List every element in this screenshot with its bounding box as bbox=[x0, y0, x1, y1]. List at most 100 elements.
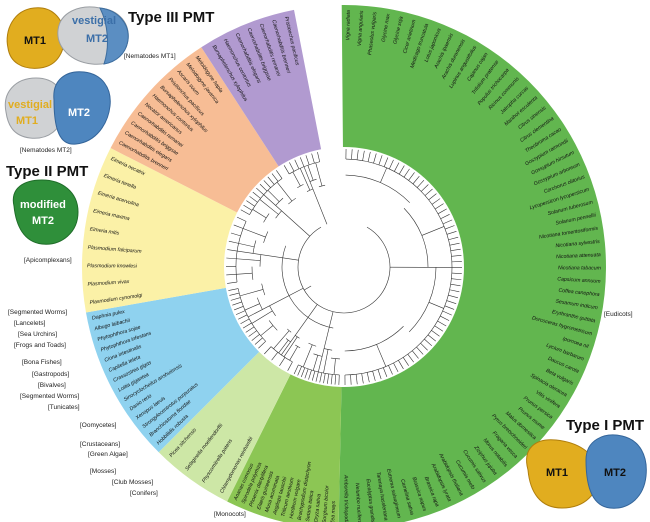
tip-branch bbox=[444, 305, 455, 310]
subclade-arc bbox=[285, 338, 291, 343]
tip-branch bbox=[293, 364, 299, 375]
label-apicomplexans: [Apicomplexans] bbox=[24, 257, 72, 264]
mt1-label: MT1 bbox=[24, 35, 46, 47]
subclade-branch bbox=[421, 226, 445, 236]
tip-branch bbox=[263, 180, 271, 188]
tip-branch bbox=[252, 191, 261, 199]
subclade-branch bbox=[238, 243, 255, 248]
tip-branch bbox=[373, 153, 377, 164]
tip-branch bbox=[279, 357, 286, 366]
clade-stem bbox=[303, 166, 328, 225]
subclade-arc bbox=[256, 297, 263, 310]
subclade-branch bbox=[278, 340, 289, 354]
subclade-arc bbox=[268, 320, 278, 331]
label-mosses: [Mosses] bbox=[90, 468, 116, 475]
tip-branch bbox=[446, 231, 457, 235]
subclade-branch bbox=[236, 258, 261, 261]
tip-branch bbox=[431, 198, 441, 205]
tip-branch bbox=[283, 165, 290, 175]
tip-branch bbox=[227, 281, 238, 284]
tip-branch bbox=[446, 300, 457, 304]
tip-branch bbox=[232, 301, 242, 306]
tip-branch bbox=[249, 196, 258, 203]
subclade-branch bbox=[289, 346, 298, 361]
tip-branch bbox=[394, 162, 400, 172]
tip-branch bbox=[229, 292, 240, 296]
species-label: Zea mays bbox=[330, 500, 337, 522]
tip-branch bbox=[299, 157, 305, 167]
tip-branch bbox=[403, 168, 410, 178]
subclade-branch bbox=[244, 303, 260, 311]
tip-branch bbox=[256, 187, 264, 195]
subclade-branch bbox=[276, 182, 293, 202]
tip-branch bbox=[450, 248, 461, 252]
type-iii-mt2-bottom-structure: MT2 bbox=[53, 71, 111, 145]
subclade-branch bbox=[273, 330, 290, 350]
tip-branch bbox=[264, 346, 272, 355]
subclade-branch bbox=[259, 199, 279, 215]
tip-branch bbox=[271, 352, 278, 361]
subclade-arc bbox=[306, 188, 313, 192]
tree-branches bbox=[225, 149, 463, 385]
species-label: Setaria italica bbox=[305, 490, 315, 522]
subclade-branch bbox=[267, 190, 280, 202]
tip-branch bbox=[294, 159, 300, 169]
subclade-branch bbox=[239, 289, 264, 297]
species-label: Sorghum bicolor bbox=[322, 485, 331, 522]
label-bona-fishes: [Bona Fishes] bbox=[22, 359, 62, 366]
tip-branch bbox=[304, 368, 309, 379]
species-label: Vigna radiata bbox=[345, 10, 352, 41]
type-iii-mt2-structure: vestigial MT2 bbox=[57, 6, 129, 65]
tip-branch bbox=[402, 357, 409, 366]
tip-branch bbox=[355, 374, 358, 385]
tip-branch bbox=[311, 370, 316, 381]
tip-branch bbox=[258, 341, 266, 349]
tip-branch bbox=[408, 172, 415, 181]
clade-stem bbox=[263, 194, 311, 237]
tip-branch bbox=[226, 257, 237, 260]
tip-branch bbox=[308, 369, 312, 380]
tip-branch bbox=[389, 159, 394, 170]
tip-branch bbox=[451, 254, 462, 257]
subclade-arc bbox=[287, 328, 292, 333]
tip-branch bbox=[442, 219, 453, 225]
tip-branch bbox=[420, 342, 428, 351]
tip-branch bbox=[271, 173, 279, 182]
tip-branch bbox=[440, 315, 450, 321]
species-label: Glycine max bbox=[381, 13, 392, 43]
label-segmented-worms: [Segmented Worms] bbox=[8, 309, 67, 316]
tip-branch bbox=[442, 310, 452, 316]
tip-branch bbox=[351, 149, 353, 160]
root-stem bbox=[304, 285, 312, 291]
tip-branch bbox=[411, 350, 419, 359]
subclade-arc bbox=[318, 184, 326, 188]
species-label: Nicotiana tabacum bbox=[558, 265, 602, 271]
species-label: Plasmodium falciparum bbox=[87, 245, 142, 255]
tip-branch bbox=[226, 273, 237, 276]
vestigial-label: vestigial bbox=[8, 99, 52, 111]
tip-branch bbox=[420, 184, 429, 192]
label-eudicots: [Eudicots] bbox=[604, 311, 633, 318]
species-label: Eucalyptus grandis bbox=[365, 479, 376, 522]
tip-branch bbox=[242, 322, 252, 329]
tip-branch bbox=[319, 372, 323, 383]
tip-branch bbox=[230, 232, 241, 237]
tip-branch bbox=[434, 325, 444, 332]
tip-branch bbox=[372, 371, 376, 381]
species-label: Nicotiana sylvestris bbox=[555, 239, 600, 249]
tip-branch bbox=[449, 289, 460, 293]
tip-branch bbox=[416, 180, 425, 188]
nematodes-mt1-sector bbox=[201, 9, 322, 167]
label-tunicates: [Tunicates] bbox=[48, 404, 80, 411]
clade-stem bbox=[318, 311, 334, 372]
monocots-sector bbox=[227, 374, 342, 522]
tip-branch bbox=[230, 297, 241, 301]
subclade-arc bbox=[263, 213, 270, 223]
species-label: Vigna angularis bbox=[357, 10, 365, 46]
tip-branch bbox=[393, 362, 399, 373]
mt2-label: MT2 bbox=[86, 33, 108, 45]
species-label: Capsicum annuum bbox=[557, 276, 601, 284]
subclade-branch bbox=[260, 325, 274, 336]
